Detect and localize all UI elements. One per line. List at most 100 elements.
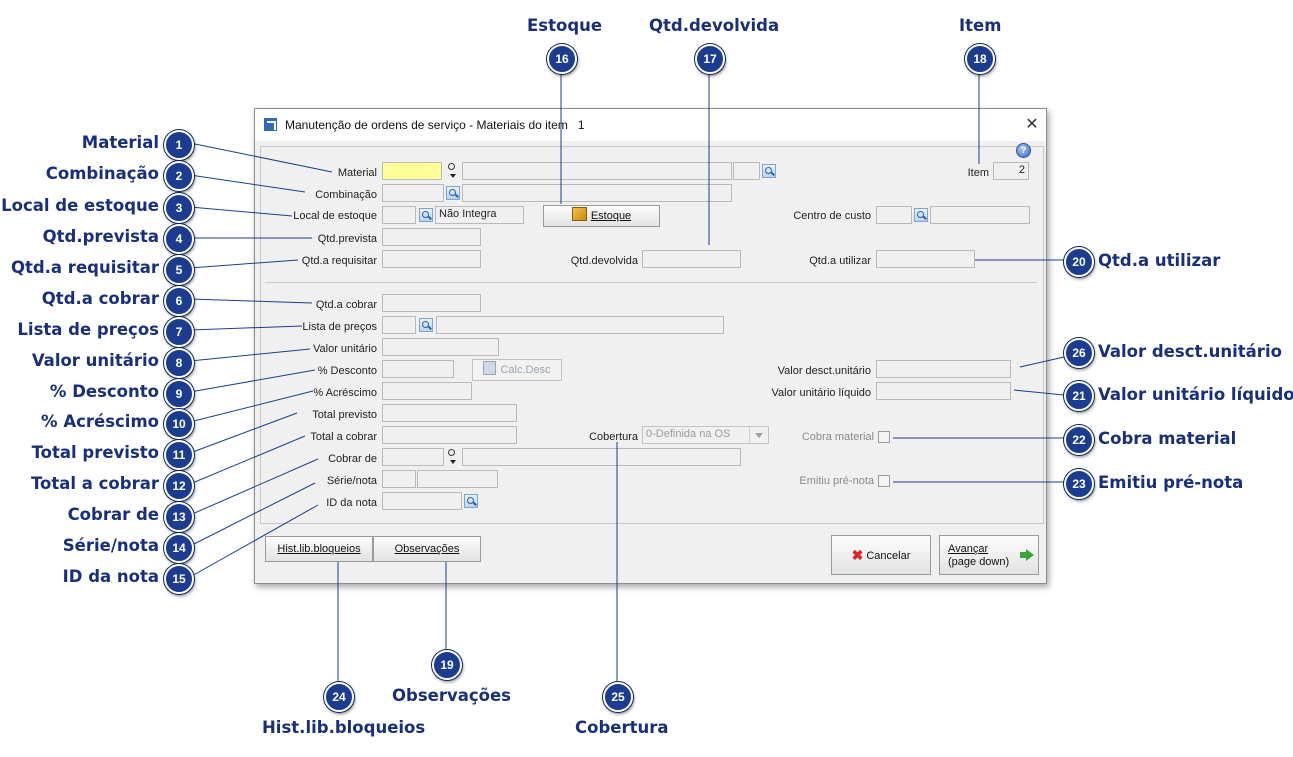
help-icon[interactable]: ?: [1016, 143, 1031, 158]
callout-label-qtd-requisitar: Qtd.a requisitar: [10, 258, 159, 277]
callout-label-emitiu-prenota: Emitiu pré-nota: [1098, 473, 1244, 492]
cobra-material-label: Cobra material: [801, 431, 874, 443]
observacoes-button-label: Observações: [394, 543, 460, 555]
emitiu-prenota-checkbox[interactable]: [878, 475, 890, 487]
callout-badge-15: 15: [164, 564, 194, 594]
cobra-material-checkbox[interactable]: [878, 431, 890, 443]
emitiu-prenota-label: Emitiu pré-nota: [799, 475, 874, 487]
window-title: Manutenção de ordens de serviço - Materi…: [285, 118, 585, 132]
local-estoque-input[interactable]: [382, 206, 416, 224]
qtd-utilizar-input[interactable]: [876, 250, 975, 268]
observacoes-button[interactable]: Observações: [373, 536, 481, 562]
callout-badge-1: 1: [164, 130, 194, 160]
close-icon[interactable]: ✕: [1025, 116, 1039, 133]
callout-label-cobertura: Cobertura: [575, 718, 669, 737]
callout-label-qtd-cobrar: Qtd.a cobrar: [41, 289, 159, 308]
chevron-down-icon[interactable]: [749, 427, 768, 443]
centro-custo-input[interactable]: [876, 206, 912, 224]
lookup-icon[interactable]: [464, 494, 478, 508]
valor-desct-input[interactable]: [876, 360, 1011, 378]
item-field: 2: [993, 162, 1029, 180]
lookup-icon[interactable]: [914, 208, 928, 222]
calc-desc-button[interactable]: Calc.Desc: [472, 359, 562, 381]
lista-precos-label: Lista de preços: [302, 321, 377, 333]
combinacao-label: Combinação: [315, 189, 377, 201]
cancelar-button[interactable]: ✖Cancelar: [831, 535, 931, 575]
qtd-requisitar-input[interactable]: [382, 250, 481, 268]
lookup-icon[interactable]: [419, 318, 433, 332]
centro-custo-label: Centro de custo: [793, 210, 871, 222]
title-bar: Manutenção de ordens de serviço - Materi…: [255, 109, 1046, 141]
calculator-icon: [483, 361, 497, 375]
material-code-input[interactable]: [382, 162, 442, 180]
valor-liquido-input[interactable]: [876, 382, 1011, 400]
box-icon: [571, 207, 587, 221]
lookup-icon[interactable]: [446, 186, 460, 200]
item-label: Item: [967, 167, 989, 179]
combinacao-input[interactable]: [382, 184, 444, 202]
qtd-prevista-label: Qtd.prevista: [317, 233, 377, 245]
magnifier-dropdown-icon[interactable]: [447, 449, 459, 465]
hist-button-label: Hist.lib.bloqueios: [277, 543, 361, 555]
local-estoque-label: Local de estoque: [293, 210, 377, 222]
cobrar-de-description: [462, 448, 741, 466]
callout-badge-10: 10: [164, 409, 194, 439]
avancar-button[interactable]: Avançar(page down): [939, 535, 1039, 575]
id-nota-input[interactable]: [382, 492, 462, 510]
qtd-prevista-input[interactable]: [382, 228, 481, 246]
callout-label-id-nota: ID da nota: [62, 567, 159, 586]
callout-label-lista-precos: Lista de preços: [17, 320, 159, 339]
callout-badge-13: 13: [164, 502, 194, 532]
callout-badge-9: 9: [164, 379, 194, 409]
acrescimo-label: % Acréscimo: [313, 387, 377, 399]
callout-label-hist: Hist.lib.bloqueios: [262, 718, 426, 737]
callout-label-local-estoque: Local de estoque: [1, 196, 159, 215]
estoque-button[interactable]: Estoque: [543, 205, 660, 227]
section-divider: [265, 282, 1037, 283]
callout-label-estoque: Estoque: [527, 16, 603, 35]
cancelar-button-label: Cancelar: [866, 550, 911, 562]
acrescimo-input[interactable]: [382, 382, 472, 400]
callout-label-item: Item: [959, 16, 1002, 35]
nota-input[interactable]: [417, 470, 498, 488]
total-previsto-input[interactable]: [382, 404, 517, 422]
lista-precos-description: [436, 316, 724, 334]
callout-badge-19: 19: [432, 650, 462, 680]
total-cobrar-input[interactable]: [382, 426, 517, 444]
hist-lib-bloqueios-button[interactable]: Hist.lib.bloqueios: [265, 536, 373, 562]
app-icon: [264, 118, 277, 131]
cobrar-de-input[interactable]: [382, 448, 444, 466]
callout-badge-23: 23: [1064, 469, 1094, 499]
valor-unitario-input[interactable]: [382, 338, 499, 356]
serie-input[interactable]: [382, 470, 416, 488]
magnifier-dropdown-icon[interactable]: [447, 163, 459, 179]
callout-badge-25: 25: [603, 682, 633, 712]
callout-label-total-cobrar: Total a cobrar: [30, 474, 159, 493]
callout-badge-26: 26: [1064, 338, 1094, 368]
callout-label-cobrar-de: Cobrar de: [67, 505, 159, 524]
qtd-utilizar-label: Qtd.a utilizar: [809, 255, 871, 267]
desconto-label: % Desconto: [317, 365, 377, 377]
cobertura-select[interactable]: 0-Definida na OS: [642, 426, 769, 444]
callout-badge-20: 20: [1064, 247, 1094, 277]
qtd-devolvida-input[interactable]: [642, 250, 741, 268]
callout-badge-7: 7: [164, 317, 194, 347]
callout-badge-24: 24: [324, 682, 354, 712]
callout-badge-18: 18: [965, 44, 995, 74]
qtd-devolvida-label: Qtd.devolvida: [570, 255, 638, 267]
qtd-requisitar-label: Qtd.a requisitar: [301, 255, 377, 267]
lista-precos-input[interactable]: [382, 316, 416, 334]
desconto-input[interactable]: [382, 360, 454, 378]
callout-badge-16: 16: [547, 44, 577, 74]
callout-label-material: Material: [81, 133, 159, 152]
callout-label-qtd-utilizar: Qtd.a utilizar: [1098, 251, 1221, 270]
centro-custo-description: [930, 206, 1030, 224]
valor-desct-label: Valor desct.unitário: [777, 365, 871, 377]
qtd-cobrar-input[interactable]: [382, 294, 481, 312]
lookup-icon[interactable]: [762, 164, 776, 178]
local-estoque-description: Não Integra: [435, 206, 524, 224]
estoque-button-label: Estoque: [590, 210, 632, 222]
lookup-icon[interactable]: [419, 208, 433, 222]
callout-label-valor-unitario: Valor unitário: [31, 351, 159, 370]
avancar-sublabel: (page down): [948, 556, 1010, 568]
